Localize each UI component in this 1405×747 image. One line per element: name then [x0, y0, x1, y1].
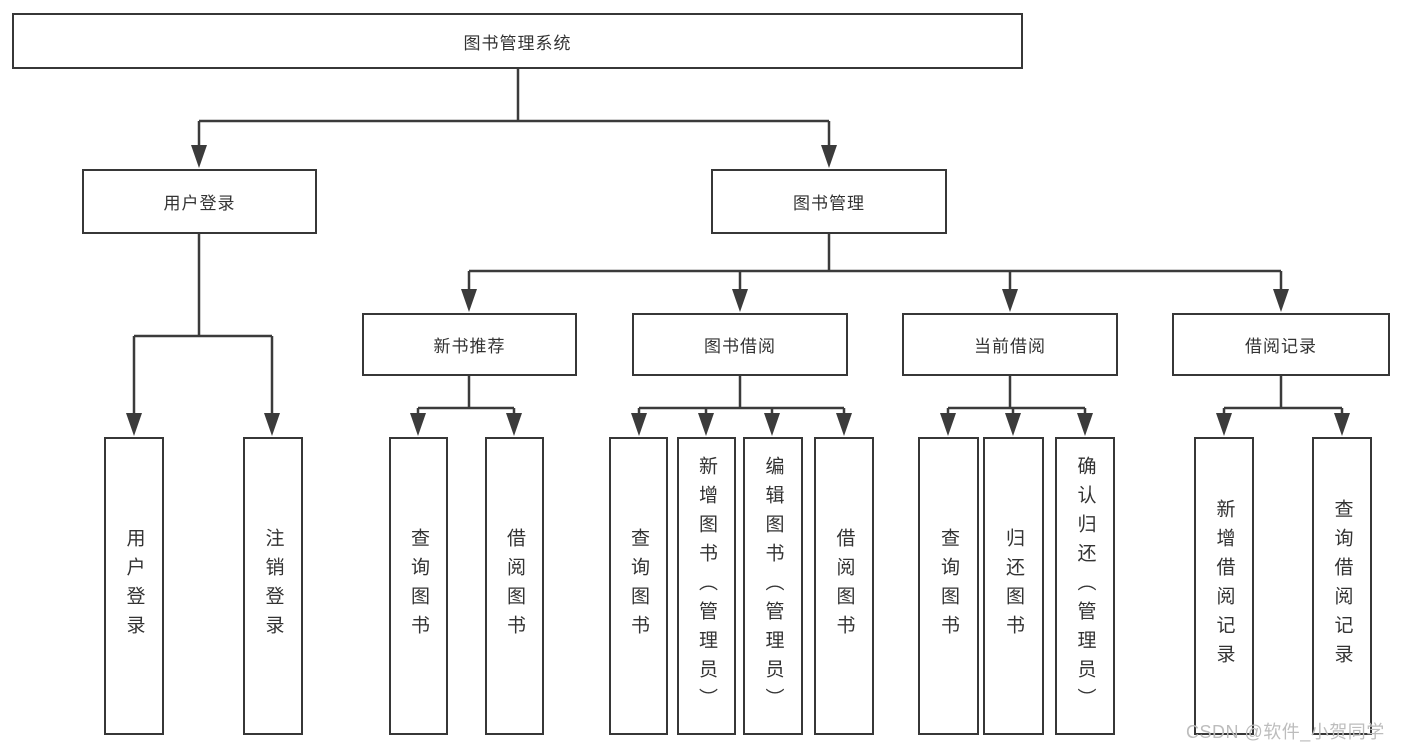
leaf-add-books-admin-label: 新增图书（管理员） [696, 455, 717, 717]
edge-user-login-children [132, 233, 274, 418]
node-user-login-label: 用户登录 [163, 194, 236, 213]
leaf-newbooks-query-books-label: 查询图书 [408, 528, 429, 644]
node-book-management-label: 图书管理 [793, 194, 865, 213]
node-root-label: 图书管理系统 [463, 33, 572, 53]
leaf-current-query-books: 查询图书 [918, 437, 979, 735]
leaf-borrow-books-label: 借阅图书 [833, 528, 855, 644]
edge-current-borrow-children [946, 375, 1087, 418]
leaf-logout: 注销登录 [243, 437, 303, 735]
leaf-borrow-books: 借阅图书 [814, 437, 874, 735]
node-book-borrow-label: 图书借阅 [704, 337, 776, 356]
edge-book-management-children [467, 233, 1283, 294]
leaf-edit-books-admin: 编辑图书（管理员） [743, 437, 803, 735]
node-new-book-recommend: 新书推荐 [362, 313, 577, 376]
arrowheads [126, 145, 1350, 436]
node-book-borrow: 图书借阅 [632, 313, 848, 376]
leaf-borrow-query-books-label: 查询图书 [628, 528, 649, 644]
leaf-query-borrow-record: 查询借阅记录 [1312, 437, 1372, 735]
leaf-user-login-label: 用户登录 [123, 528, 145, 644]
leaf-confirm-return-admin-label: 确认归还（管理员） [1074, 455, 1096, 717]
edge-new-books-children [416, 375, 516, 418]
edge-root-to-level2 [197, 68, 831, 150]
leaf-newbooks-borrow-books-label: 借阅图书 [504, 528, 525, 644]
leaf-current-query-books-label: 查询图书 [938, 528, 959, 644]
node-current-borrow-label: 当前借阅 [974, 337, 1046, 356]
leaf-add-borrow-record-label: 新增借阅记录 [1213, 499, 1235, 673]
node-book-management: 图书管理 [711, 169, 947, 234]
node-root-library-system: 图书管理系统 [12, 13, 1023, 69]
edge-borrow-records-children [1222, 375, 1344, 418]
leaf-confirm-return-admin: 确认归还（管理员） [1055, 437, 1115, 735]
csdn-watermark: CSDN @软件_小贺同学 [1186, 722, 1385, 742]
leaf-return-books-label: 归还图书 [1003, 528, 1024, 644]
node-user-login: 用户登录 [82, 169, 317, 234]
leaf-return-books: 归还图书 [983, 437, 1044, 735]
leaf-add-books-admin: 新增图书（管理员） [677, 437, 736, 735]
leaf-add-borrow-record: 新增借阅记录 [1194, 437, 1254, 735]
leaf-edit-books-admin-label: 编辑图书（管理员） [762, 455, 784, 717]
leaf-borrow-query-books: 查询图书 [609, 437, 668, 735]
edge-book-borrow-children [637, 375, 846, 418]
leaf-user-login: 用户登录 [104, 437, 164, 735]
node-current-borrow: 当前借阅 [902, 313, 1118, 376]
leaf-newbooks-query-books: 查询图书 [389, 437, 448, 735]
leaf-newbooks-borrow-books: 借阅图书 [485, 437, 544, 735]
node-borrow-records: 借阅记录 [1172, 313, 1390, 376]
node-borrow-records-label: 借阅记录 [1245, 337, 1317, 356]
leaf-query-borrow-record-label: 查询借阅记录 [1331, 499, 1353, 673]
node-new-book-recommend-label: 新书推荐 [433, 337, 506, 356]
leaf-logout-label: 注销登录 [262, 528, 284, 644]
